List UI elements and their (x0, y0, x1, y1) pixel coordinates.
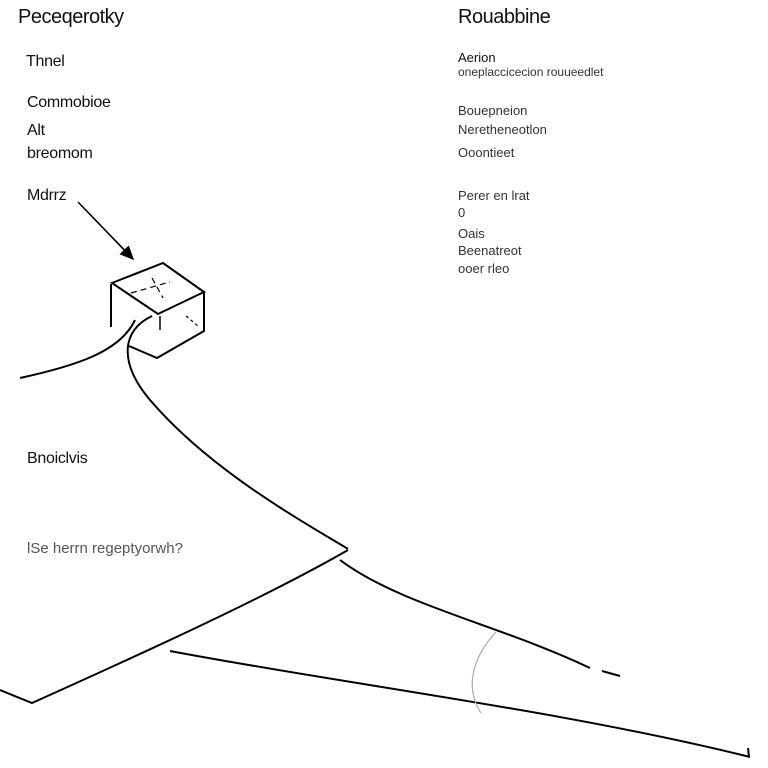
label-2: Commobioe (27, 94, 111, 111)
right-item-4: Perer en lrat (458, 188, 530, 203)
pointer-arrow (77, 201, 135, 261)
angle-arc (471, 631, 497, 714)
right-heading: Aerion (458, 50, 496, 65)
right-item-6: Oais (458, 226, 485, 241)
cube-icon (109, 261, 206, 360)
label-3: Alt (27, 122, 45, 139)
right-item-7: Beenatreot (458, 243, 522, 258)
right-item-8: ooer rleo (458, 261, 510, 276)
left-title: Peceqerotky (18, 6, 124, 28)
label-pointer: Mdrrz (27, 187, 67, 204)
right-item-1: Bouepneion (458, 103, 528, 118)
section-label: Bnoiclvis (27, 450, 88, 467)
label-1: Thnel (26, 53, 65, 70)
question-text: lSe herrn regeptyorwh? (27, 540, 183, 557)
right-item-2: Neretheneotlon (458, 122, 547, 137)
right-item-3: Ooontieet (458, 145, 515, 160)
right-subtitle: oneplaccicecion rouueedlet (458, 65, 604, 79)
right-item-5: 0 (458, 205, 466, 220)
label-4: breomom (27, 145, 93, 162)
flow-lines (0, 315, 751, 758)
right-title: Rouabbine (458, 6, 551, 28)
